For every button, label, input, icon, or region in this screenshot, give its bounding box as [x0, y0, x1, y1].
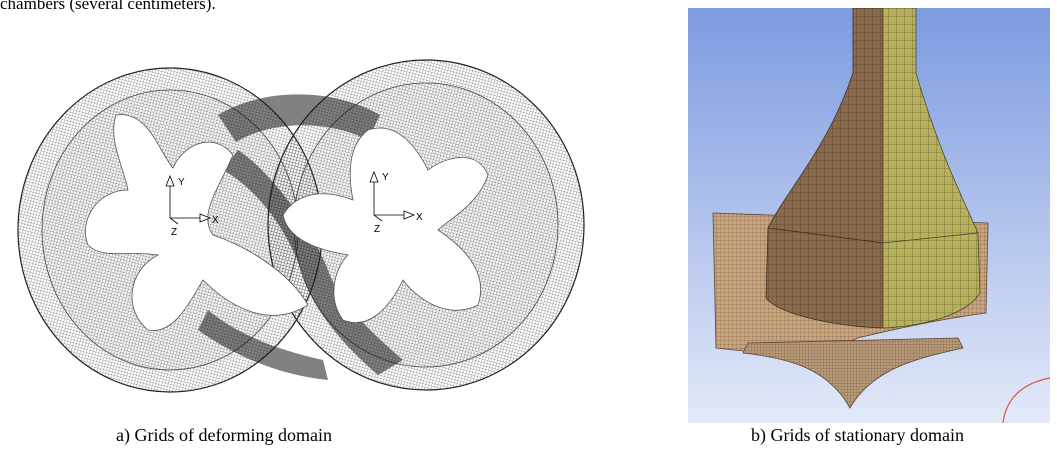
right-axis-triad: [369, 170, 416, 222]
deforming-domain-grid: Y X Z Y X Z: [8, 30, 586, 412]
left-triad-x-label: X: [212, 215, 219, 226]
right-rotor-cavity: [282, 127, 489, 323]
left-rotor-cavity: [85, 114, 309, 331]
red-arc: [1002, 377, 1050, 423]
valve-stem-right-mesh: [882, 8, 979, 244]
left-triad-z-label: Z: [171, 227, 177, 238]
top-text: chambers (several centimeters).: [0, 0, 216, 13]
left-triad-y-label: Y: [178, 177, 185, 188]
stationary-domain-grid: [688, 8, 1050, 423]
caption-a: a) Grids of deforming domain: [116, 425, 332, 445]
caption-b: b) Grids of stationary domain: [751, 425, 964, 445]
right-triad-z-label: Z: [374, 224, 380, 235]
valve-head-right-mesh: [882, 232, 981, 329]
deforming-domain-svg: Y X Z Y X Z: [17, 59, 585, 393]
right-triad-x-label: X: [416, 212, 423, 223]
left-axis-triad: [165, 174, 212, 225]
valve-seat-mesh: [742, 337, 964, 409]
right-triad-y-label: Y: [382, 172, 389, 183]
stationary-domain-svg: [688, 8, 1050, 423]
